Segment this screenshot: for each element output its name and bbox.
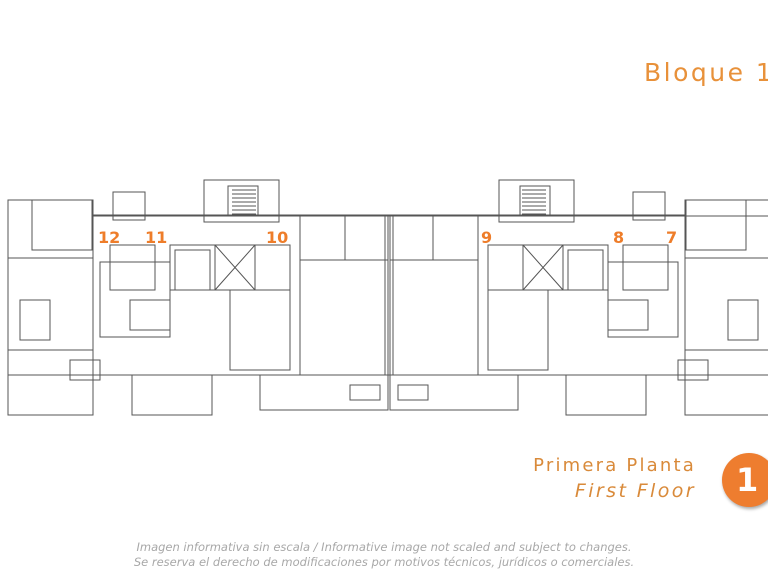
unit-label-10: 10	[266, 228, 288, 247]
unit-label-9: 9	[481, 228, 492, 247]
plan-room	[565, 374, 647, 416]
plan-room	[299, 214, 389, 376]
disclaimer-line-1: Imagen informativa sin escala / Informat…	[136, 540, 632, 554]
plan-room	[203, 179, 280, 223]
floor-name-en: First Floor	[574, 480, 696, 502]
plan-room	[349, 384, 381, 401]
block-title: Bloque 1	[644, 58, 768, 87]
plan-room	[487, 289, 549, 371]
plan-room	[389, 214, 434, 261]
plan-room	[131, 374, 213, 416]
plan-room	[229, 289, 291, 371]
plan-room	[112, 191, 146, 221]
plan-room	[607, 299, 649, 331]
plan-room	[684, 257, 768, 351]
plan-room	[389, 214, 479, 376]
plan-room	[19, 299, 51, 341]
plan-room	[92, 214, 394, 376]
plan-room	[7, 349, 94, 416]
plan-room	[632, 191, 666, 221]
plan-room	[397, 384, 429, 401]
plan-room	[432, 214, 479, 261]
plan-room	[31, 199, 93, 251]
plan-room	[567, 249, 604, 291]
plan-room	[677, 359, 709, 381]
plan-room	[389, 374, 519, 411]
floor-plan-walls	[7, 179, 768, 416]
plan-room	[685, 199, 747, 251]
plan-room	[109, 244, 156, 291]
unit-label-8: 8	[613, 228, 624, 247]
plan-room	[299, 214, 346, 261]
plan-room	[169, 244, 216, 291]
unit-label-11: 11	[145, 228, 167, 247]
plan-room	[562, 244, 609, 291]
plan-room	[344, 214, 389, 261]
plan-room	[129, 299, 171, 331]
disclaimer-line-2: Se reserva el derecho de modificaciones …	[133, 555, 635, 569]
floor-number-badge: 1	[722, 453, 768, 507]
plan-room	[498, 179, 575, 223]
plan-wall	[522, 244, 564, 291]
unit-label-7: 7	[666, 228, 677, 247]
plan-room	[684, 199, 768, 351]
unit-label-12: 12	[98, 228, 120, 247]
plan-room	[259, 374, 389, 411]
plan-room	[487, 244, 524, 291]
plan-room	[174, 249, 211, 291]
plan-room	[69, 359, 101, 381]
floor-name-es: Primera Planta	[533, 455, 696, 476]
plan-room	[254, 244, 291, 291]
plan-room	[384, 214, 686, 376]
plan-room	[622, 244, 669, 291]
plan-room	[727, 299, 759, 341]
plan-room	[684, 349, 768, 416]
plan-wall	[214, 244, 256, 291]
